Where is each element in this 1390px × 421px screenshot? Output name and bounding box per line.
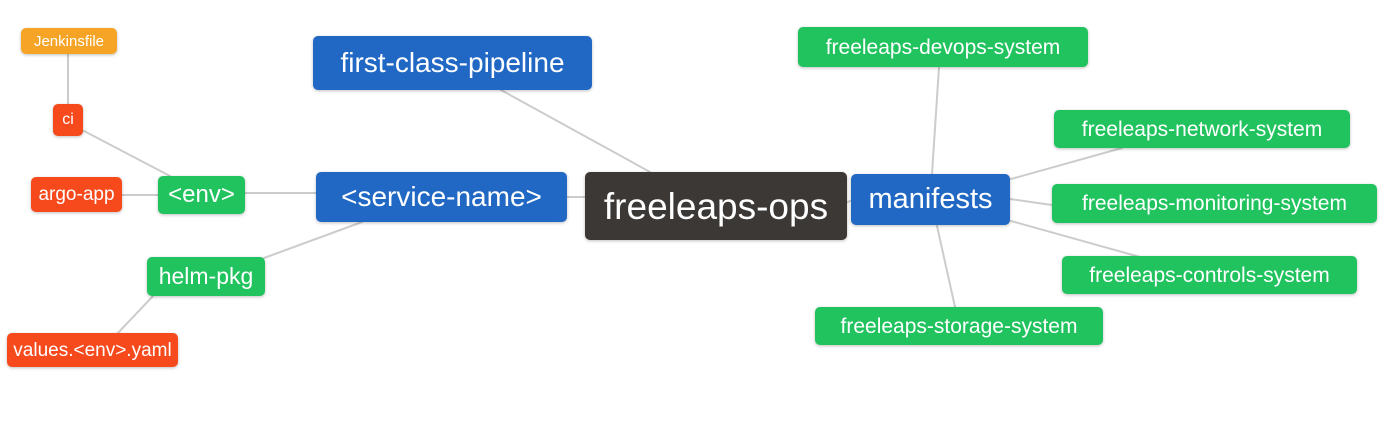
edge-helm-pkg-service-name [263, 221, 363, 259]
node-helm-pkg[interactable]: helm-pkg [147, 257, 265, 296]
edge-ci-env [83, 130, 171, 177]
node-freeleaps-monitoring-system[interactable]: freeleaps-monitoring-system [1052, 184, 1377, 223]
node-freeleaps-devops-system[interactable]: freeleaps-devops-system [798, 27, 1088, 67]
node-service-name[interactable]: <service-name> [316, 172, 567, 222]
node-freeleaps-network-system[interactable]: freeleaps-network-system [1054, 110, 1350, 148]
edge-manifests-controls-system [1010, 220, 1141, 258]
node-env[interactable]: <env> [158, 176, 245, 214]
node-freeleaps-controls-system[interactable]: freeleaps-controls-system [1062, 256, 1357, 294]
node-first-class-pipeline[interactable]: first-class-pipeline [313, 36, 592, 90]
node-ci[interactable]: ci [53, 104, 83, 136]
edge-manifests-monitoring-system [1009, 198, 1053, 206]
node-freeleaps-storage-system[interactable]: freeleaps-storage-system [815, 307, 1103, 345]
edge-manifests-devops-system [931, 66, 940, 175]
node-manifests[interactable]: manifests [851, 174, 1010, 225]
edge-first-class-pipeline-freeleaps-ops [500, 89, 651, 173]
edge-manifests-network-system [1010, 147, 1123, 180]
node-jenkinsfile[interactable]: Jenkinsfile [21, 28, 117, 54]
node-values-env-yaml[interactable]: values.<env>.yaml [7, 333, 178, 367]
edge-values-helm-pkg [116, 295, 154, 335]
edge-manifests-storage-system [936, 225, 956, 308]
node-freeleaps-ops[interactable]: freeleaps-ops [585, 172, 847, 240]
node-argo-app[interactable]: argo-app [31, 177, 122, 212]
